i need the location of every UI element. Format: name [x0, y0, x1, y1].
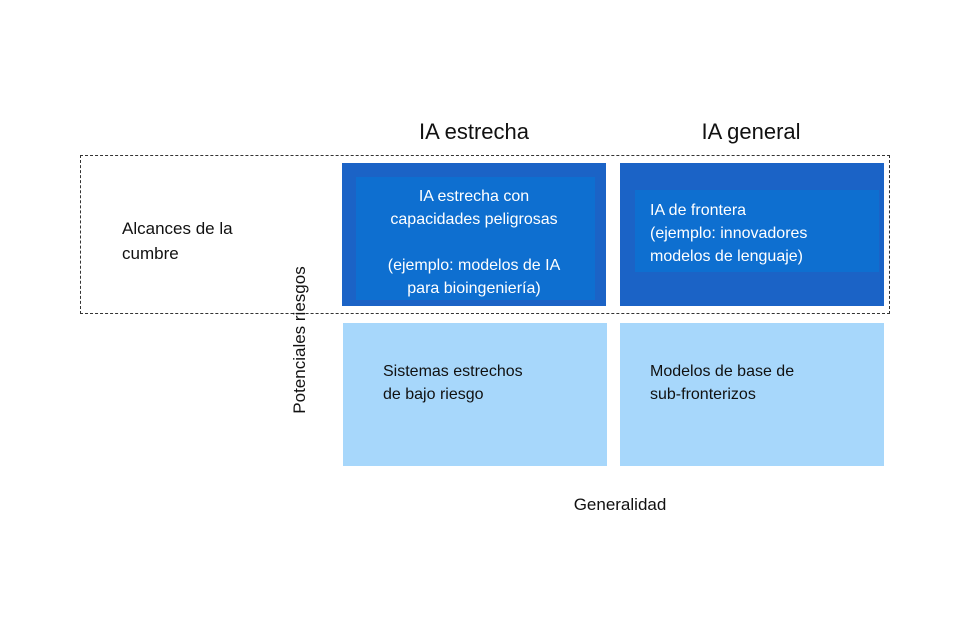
- cell-text-line: para bioingeniería): [407, 280, 541, 297]
- cell-text-line: sub-fronterizos: [650, 386, 756, 403]
- x-axis-label: Generalidad: [573, 495, 667, 514]
- cell-text-line: (ejemplo: modelos de IA: [387, 257, 561, 274]
- cell-inner-highlight: [635, 190, 879, 272]
- cell-text-line: capacidades peligrosas: [390, 211, 558, 228]
- summit-scope-label: Alcances de la cumbre: [122, 216, 272, 266]
- y-axis-label: Potenciales riesgos: [290, 266, 309, 414]
- cell-text-line: modelos de lenguaje): [650, 248, 803, 265]
- cell-narrow-low-risk-text: Sistemas estrechos de bajo riesgo: [383, 360, 593, 406]
- cell-text-line: (ejemplo: innovadores: [650, 225, 808, 242]
- column-header-narrow-ai: IA estrecha: [418, 119, 530, 144]
- cell-narrow-dangerous: IA estrecha con capacidades peligrosas (…: [342, 163, 606, 306]
- cell-frontier-ai-text: IA de frontera (ejemplo: innovadores mod…: [650, 199, 880, 268]
- summit-scope-dashed-box: [80, 155, 890, 314]
- cell-inner-highlight: [356, 177, 595, 300]
- cell-sub-frontier: Modelos de base de sub-fronterizos: [620, 323, 884, 466]
- summit-scope-label-line2: cumbre: [122, 244, 179, 263]
- cell-text-line: IA estrecha con: [418, 188, 530, 205]
- cell-text-line: de bajo riesgo: [383, 386, 484, 403]
- summit-scope-label-line1: Alcances de la: [122, 219, 233, 238]
- cell-narrow-low-risk: Sistemas estrechos de bajo riesgo: [343, 323, 607, 466]
- cell-text-line: Sistemas estrechos: [383, 363, 523, 380]
- cell-sub-frontier-text: Modelos de base de sub-fronterizos: [650, 360, 860, 406]
- cell-text-line: Modelos de base de: [650, 363, 795, 380]
- cell-text-spacer: [342, 231, 606, 254]
- column-header-general-ai: IA general: [701, 119, 801, 144]
- cell-frontier-ai: IA de frontera (ejemplo: innovadores mod…: [620, 163, 884, 306]
- cell-text-line: IA de frontera: [650, 202, 747, 219]
- cell-narrow-dangerous-text: IA estrecha con capacidades peligrosas (…: [342, 185, 606, 300]
